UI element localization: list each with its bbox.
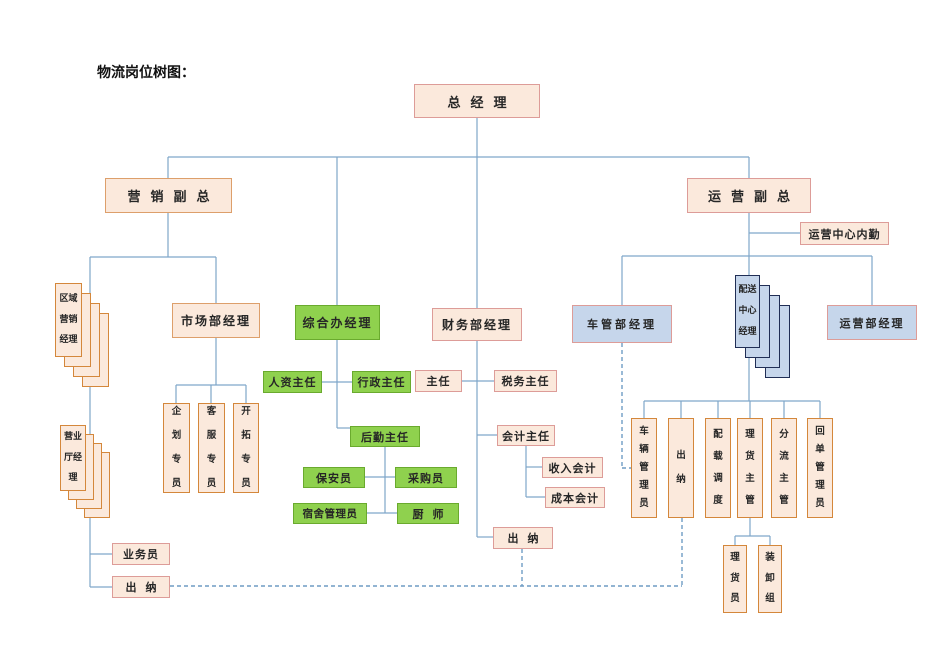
dashed-connectors xyxy=(170,343,683,587)
node-admin-office-mgr: 综合办经理 xyxy=(295,305,380,340)
node-dist-center-mgr: 配送中心经理 xyxy=(735,275,760,348)
node-ops-dept-mgr: 运营部经理 xyxy=(827,305,917,340)
node-general-manager: 总经理 xyxy=(414,84,540,118)
solid-connectors xyxy=(89,118,873,588)
node-customer-service-specialist: 客服专员 xyxy=(198,403,225,493)
node-expansion-specialist: 开拓专员 xyxy=(233,403,259,493)
node-security-guard: 保安员 xyxy=(303,467,365,488)
node-receipt-admin: 回单管理员 xyxy=(807,418,833,518)
node-left-cashier: 出纳 xyxy=(112,576,170,598)
node-ops-center-staff: 运营中心内勤 xyxy=(800,222,889,245)
node-loading-team: 装卸组 xyxy=(758,545,782,613)
node-planning-specialist: 企划专员 xyxy=(163,403,190,493)
node-tally-supervisor: 理货主管 xyxy=(737,418,763,518)
node-accounting-director: 会计主任 xyxy=(497,425,555,446)
node-tally-clerk: 理货员 xyxy=(723,545,747,613)
node-tax-director: 税务主任 xyxy=(494,370,557,392)
node-admin-director: 行政主任 xyxy=(352,371,411,393)
node-ops-cashier: 出纳 xyxy=(668,418,694,518)
node-split-supervisor: 分流主管 xyxy=(771,418,797,518)
page-title: 物流岗位树图： xyxy=(97,65,195,81)
node-vp-operations: 运营副总 xyxy=(687,178,811,213)
node-hall-mgr: 营业厅经理 xyxy=(60,425,86,491)
node-hr-director: 人资主任 xyxy=(263,371,322,393)
node-vp-marketing: 营销副总 xyxy=(105,178,232,213)
node-cost-accountant: 成本会计 xyxy=(545,487,605,508)
node-salesman: 业务员 xyxy=(112,543,170,565)
node-revenue-accountant: 收入会计 xyxy=(542,457,603,478)
node-dorm-admin: 宿舍管理员 xyxy=(293,503,367,524)
node-finance-cashier: 出纳 xyxy=(493,527,553,549)
node-director: 主任 xyxy=(415,370,462,392)
node-logistics-director: 后勤主任 xyxy=(350,426,420,447)
node-cook: 厨师 xyxy=(397,503,459,524)
node-finance-mgr: 财务部经理 xyxy=(432,308,522,341)
node-vehicle-dept-mgr: 车管部经理 xyxy=(572,305,672,343)
node-market-dept-mgr: 市场部经理 xyxy=(172,303,260,338)
node-load-dispatch: 配载调度 xyxy=(705,418,731,518)
node-vehicle-admin: 车辆管理员 xyxy=(631,418,657,518)
node-purchaser: 采购员 xyxy=(395,467,457,488)
node-regional-marketing-mgr: 区域营销经理 xyxy=(55,283,82,357)
